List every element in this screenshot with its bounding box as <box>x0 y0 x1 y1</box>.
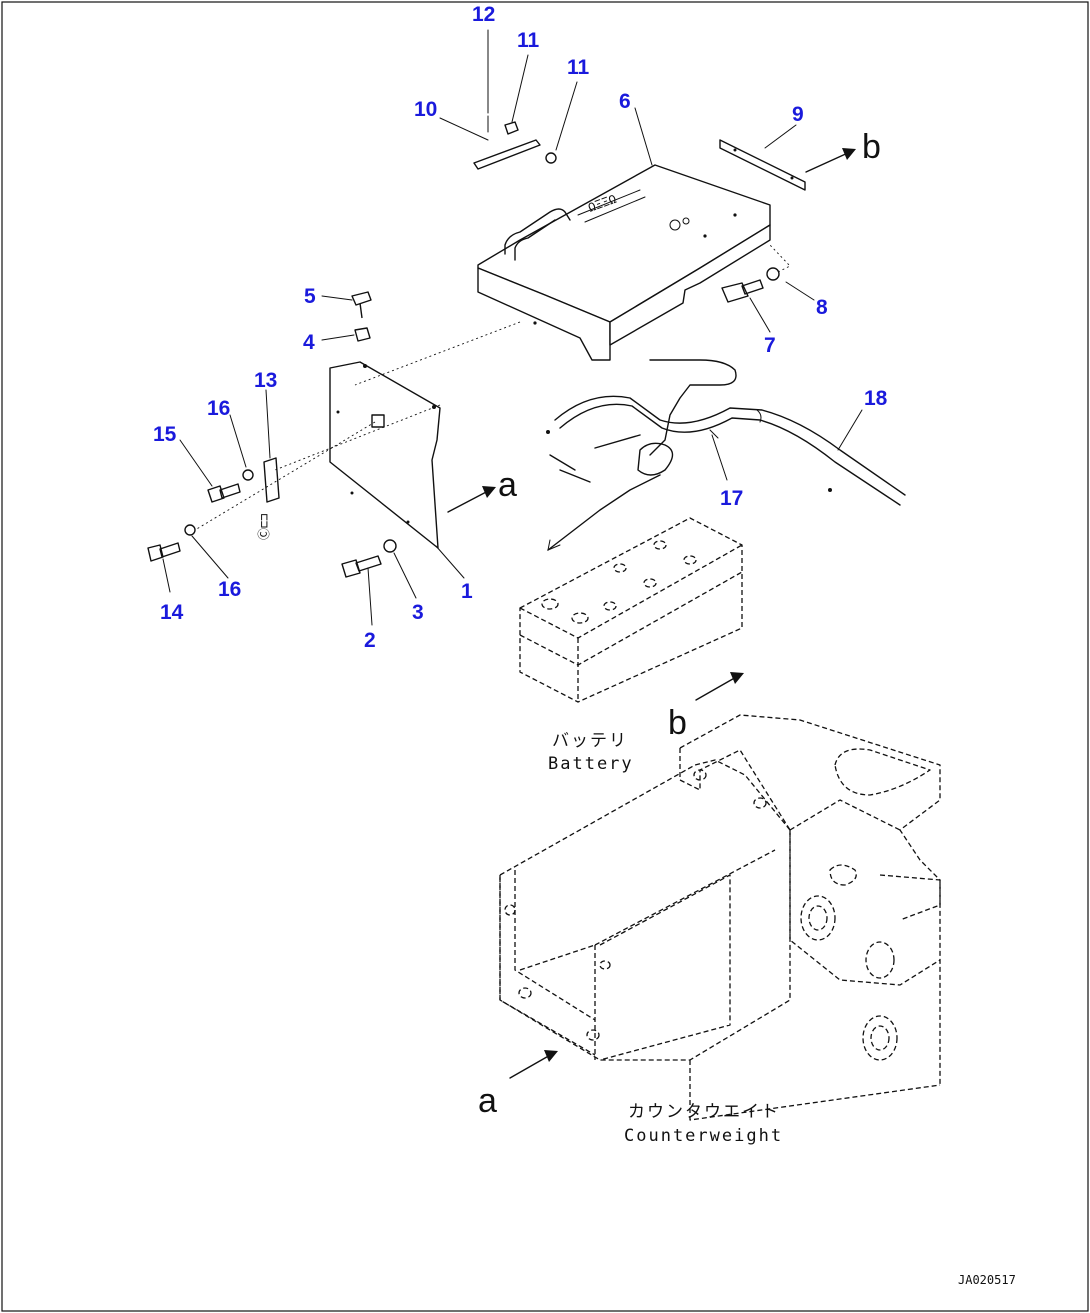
counterweight <box>499 714 941 1121</box>
bolt-7 <box>721 279 764 303</box>
caption-counterweight-jp: カウンタウエイト <box>628 1102 780 1122</box>
side-plate <box>329 361 441 549</box>
clamp-13 <box>263 457 280 503</box>
callout-17: 17 <box>720 487 743 510</box>
view-arrow-a-top <box>447 486 496 513</box>
callout-11-upper: 11 <box>517 29 540 52</box>
callout-12: 12 <box>472 3 495 26</box>
svg-text:Ⓒ⊏⊐: Ⓒ⊏⊐ <box>257 514 271 540</box>
callout-13: 13 <box>254 369 277 392</box>
view-marker-b-top: b <box>862 128 881 166</box>
callout-1: 1 <box>461 580 473 603</box>
drawing-code: JA020517 <box>958 1273 1016 1287</box>
view-arrow-b-top <box>805 148 856 173</box>
view-arrow-b-bottom <box>695 672 744 701</box>
caption-battery-jp: バッテリ <box>552 731 628 751</box>
washer-16-upper <box>242 469 254 481</box>
nut-11 <box>504 121 519 135</box>
view-marker-a-top: a <box>498 466 517 504</box>
callout-10: 10 <box>414 98 437 121</box>
nut-4 <box>354 327 371 342</box>
washer-3 <box>383 539 397 553</box>
caption-battery-en: Battery <box>548 754 634 774</box>
callout-3: 3 <box>412 601 424 624</box>
leader-lines <box>162 29 863 626</box>
view-marker-a-bottom: a <box>478 1082 497 1120</box>
callout-8: 8 <box>816 296 828 319</box>
plate-9 <box>719 139 806 191</box>
callout-9: 9 <box>792 103 804 126</box>
battery <box>519 517 743 703</box>
washer-8 <box>766 267 780 281</box>
view-marker-b-bottom: b <box>668 704 687 742</box>
callout-18: 18 <box>864 387 888 410</box>
bolt-5 <box>351 291 372 319</box>
callout-14: 14 <box>160 601 184 624</box>
callout-11-lower: 11 <box>567 56 590 79</box>
callout-5: 5 <box>304 285 316 308</box>
washer-11 <box>545 152 557 164</box>
callout-4: 4 <box>303 331 315 354</box>
callout-16-upper: 16 <box>207 397 230 420</box>
wiring-harness <box>546 359 906 551</box>
callout-16-lower: 16 <box>218 578 241 601</box>
callout-7: 7 <box>764 334 776 357</box>
callout-6: 6 <box>619 90 631 113</box>
callout-2: 2 <box>364 629 376 652</box>
bolt-2 <box>341 555 382 578</box>
view-arrow-a-bottom <box>509 1050 558 1079</box>
callout-numbers: 12 11 11 10 6 9 8 7 5 4 13 16 15 14 16 2… <box>153 3 888 652</box>
washer-16-lower <box>184 524 196 536</box>
bar-10 <box>473 139 541 170</box>
bolt-14 <box>147 542 181 562</box>
bolt-15 <box>207 483 241 503</box>
battery-cover: ΩΞΞΩ <box>477 164 771 361</box>
caption-counterweight-en: Counterweight <box>624 1126 783 1146</box>
callout-15: 15 <box>153 423 177 446</box>
